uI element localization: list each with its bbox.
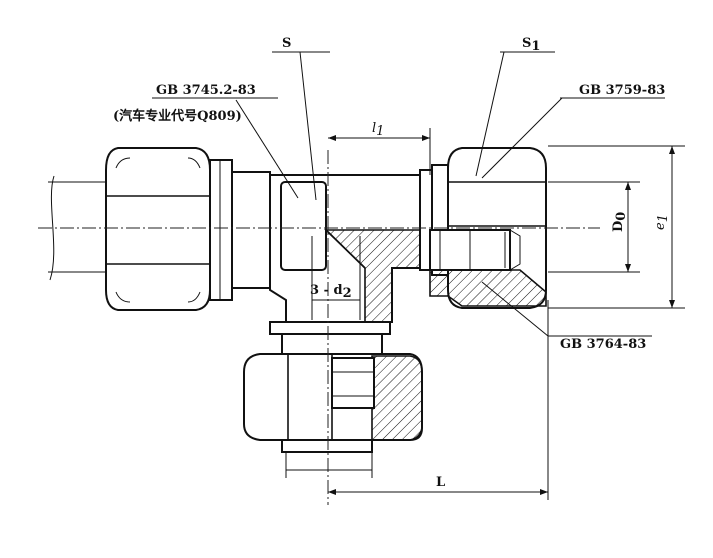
s1-label: S1 xyxy=(522,36,540,54)
d0-label: D0 xyxy=(611,212,629,232)
e1-label: e1 xyxy=(653,214,671,230)
s-label: S xyxy=(282,36,291,51)
gb-body-note: (汽车专业代号Q809) xyxy=(113,108,242,124)
bottom-hex-nut xyxy=(243,321,423,453)
l-label: L xyxy=(436,475,445,490)
center-lines xyxy=(38,150,600,505)
l1-label: l1 xyxy=(372,121,384,139)
gb-insert-label: GB 3764-83 xyxy=(560,337,646,352)
leader-lines xyxy=(152,51,665,337)
gb-body-label: GB 3745.2-83 xyxy=(156,83,256,98)
left-hex-nut xyxy=(105,147,271,311)
tee-body xyxy=(269,164,449,323)
dimension-lines xyxy=(285,128,685,500)
gb-nut-label: GB 3759-83 xyxy=(579,83,665,98)
labels: S S1 GB 3745.2-83 (汽车专业代号Q809) GB 3759-8… xyxy=(113,36,671,490)
bore-label: 3 - d2 xyxy=(310,283,352,301)
